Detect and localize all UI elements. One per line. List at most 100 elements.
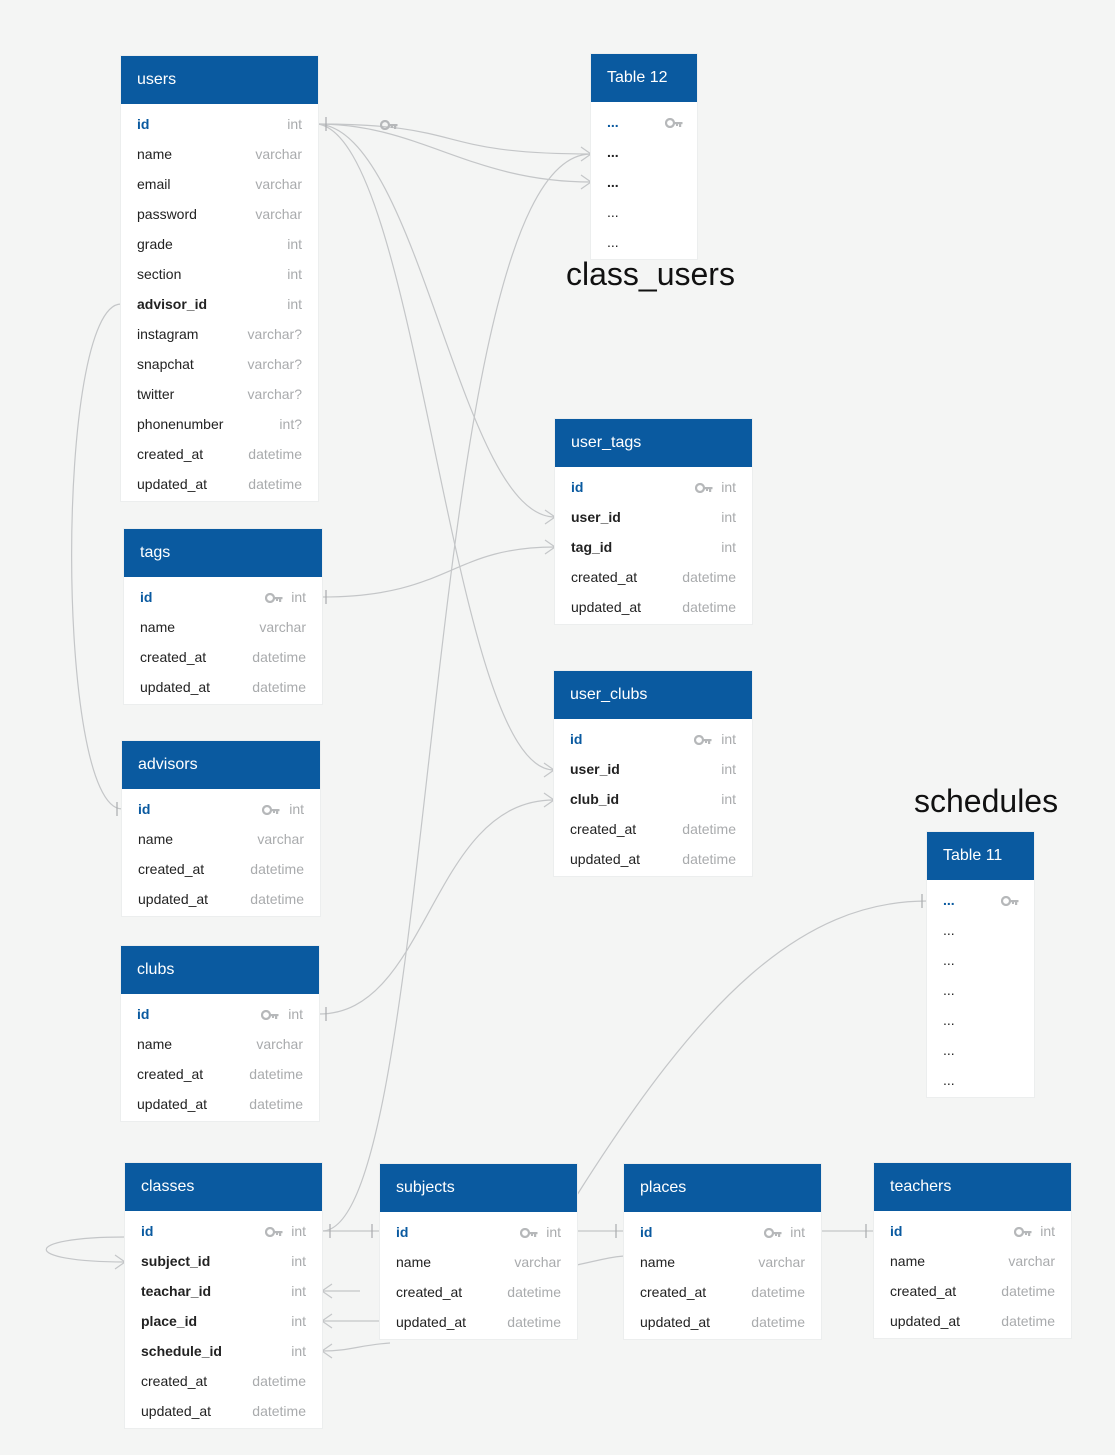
field-row[interactable]: ... — [927, 885, 1034, 915]
table-header[interactable]: user_tags — [555, 419, 752, 467]
table-header[interactable]: subjects — [380, 1164, 577, 1212]
field-row[interactable]: ... — [591, 167, 697, 197]
field-name: created_at — [137, 446, 204, 462]
field-name: ... — [607, 114, 619, 130]
table-table11[interactable]: Table 11..................... — [927, 832, 1034, 1097]
field-type: datetime — [1001, 1313, 1055, 1329]
field-name: teachar_id — [141, 1283, 212, 1299]
table-header[interactable]: user_clubs — [554, 671, 752, 719]
table-table12[interactable]: Table 12............... — [591, 54, 697, 259]
field-row[interactable]: ... — [591, 107, 697, 137]
field-row[interactable]: ... — [591, 197, 697, 227]
field-row[interactable]: ... — [927, 1065, 1034, 1095]
field-name: section — [137, 266, 182, 282]
field-name: place_id — [141, 1313, 198, 1329]
field-row[interactable]: ... — [927, 1035, 1034, 1065]
field-row[interactable]: ... — [591, 227, 697, 257]
table-header[interactable]: places — [624, 1164, 821, 1212]
table-header[interactable]: users — [121, 56, 318, 104]
table-header[interactable]: advisors — [122, 741, 320, 789]
table-header[interactable]: classes — [125, 1163, 322, 1211]
field-type: int — [287, 296, 302, 312]
field-row[interactable]: ... — [927, 975, 1034, 1005]
field-row[interactable]: ... — [927, 945, 1034, 975]
field-row[interactable]: ... — [927, 1005, 1034, 1035]
table-header[interactable]: clubs — [121, 946, 319, 994]
field-row[interactable]: ... — [591, 137, 697, 167]
subjects-to-schedules — [576, 900, 928, 1196]
table-header[interactable]: tags — [124, 529, 322, 577]
field-row[interactable]: ... — [927, 915, 1034, 945]
field-name: name — [137, 146, 173, 162]
table-header[interactable]: Table 11 — [927, 832, 1034, 880]
table-header[interactable]: Table 12 — [591, 54, 697, 102]
table-header[interactable]: teachers — [874, 1163, 1071, 1211]
field-name: ... — [943, 952, 955, 968]
